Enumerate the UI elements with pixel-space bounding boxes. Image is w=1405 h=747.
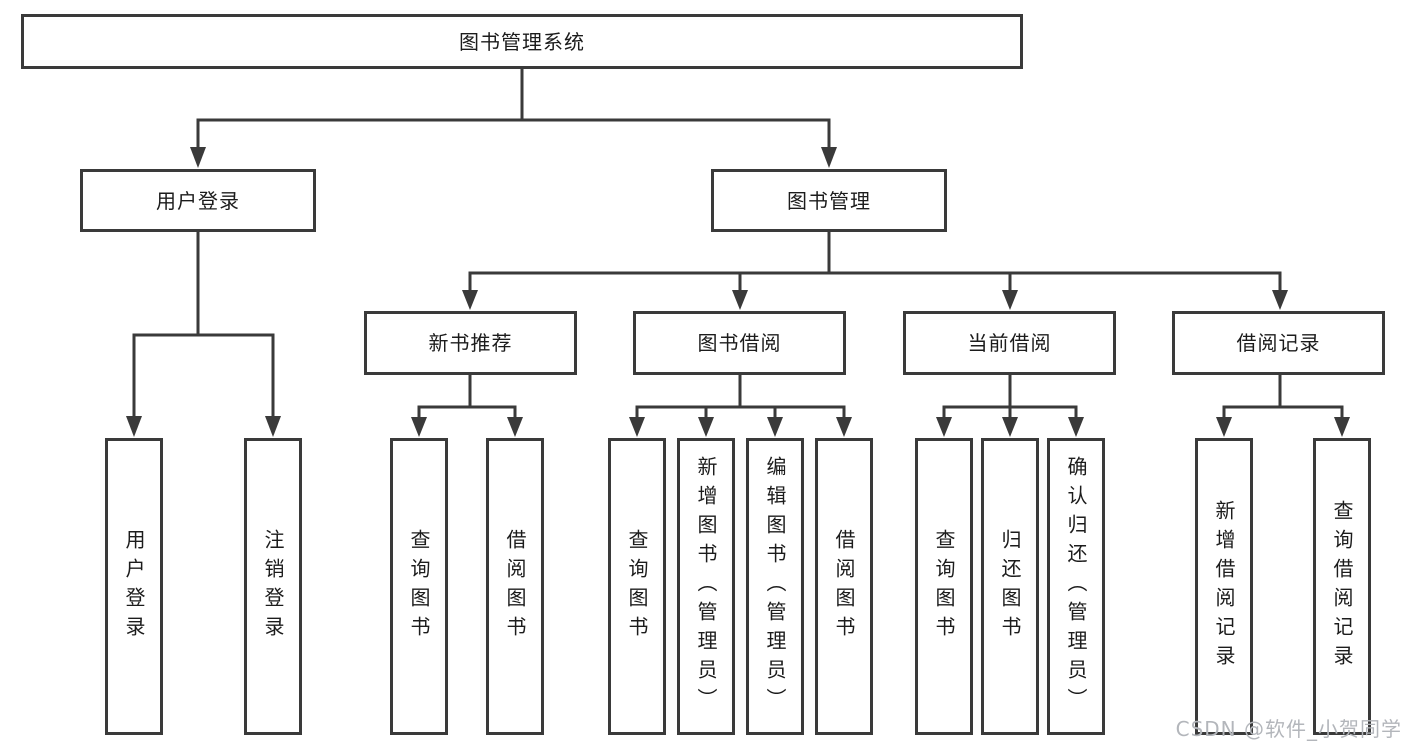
leaf-borrowing-edit-books-admin: 编辑图书（管理员）: [746, 438, 804, 735]
node-current-borrowing: 当前借阅: [903, 311, 1116, 375]
leaf-borrowing-query-books: 查询图书: [608, 438, 666, 735]
leaf-current-confirm-return-admin-label: 确认归还（管理员）: [1064, 456, 1088, 717]
node-book-borrowing: 图书借阅: [633, 311, 846, 375]
leaf-current-return-books-label: 归还图书: [998, 528, 1022, 645]
node-current-borrowing-label: 当前借阅: [967, 331, 1052, 355]
leaf-user-login: 用户登录: [105, 438, 163, 735]
node-user-login: 用户登录: [80, 169, 316, 232]
leaf-logout-label: 注销登录: [261, 528, 285, 645]
leaf-records-query-record: 查询借阅记录: [1313, 438, 1371, 735]
leaf-newbooks-borrow-books: 借阅图书: [486, 438, 544, 735]
node-new-book-recommend-label: 新书推荐: [428, 331, 513, 355]
node-borrow-records: 借阅记录: [1172, 311, 1385, 375]
leaf-borrowing-query-books-label: 查询图书: [625, 528, 649, 645]
node-new-book-recommend: 新书推荐: [364, 311, 577, 375]
leaf-records-add-record-label: 新增借阅记录: [1212, 499, 1236, 674]
node-book-management-label: 图书管理: [787, 188, 871, 213]
leaf-newbooks-query-books-label: 查询图书: [407, 528, 431, 645]
leaf-borrowing-borrow-books: 借阅图书: [815, 438, 873, 735]
leaf-records-query-record-label: 查询借阅记录: [1330, 499, 1354, 674]
node-book-borrowing-label: 图书借阅: [697, 331, 782, 355]
leaf-borrowing-borrow-books-label: 借阅图书: [832, 528, 856, 645]
leaf-current-confirm-return-admin: 确认归还（管理员）: [1047, 438, 1105, 735]
leaf-current-query-books-label: 查询图书: [932, 528, 956, 645]
node-root-system: 图书管理系统: [21, 14, 1023, 69]
node-borrow-records-label: 借阅记录: [1236, 331, 1321, 355]
node-user-login-label: 用户登录: [156, 188, 240, 213]
leaf-user-login-label: 用户登录: [122, 528, 146, 645]
leaf-newbooks-borrow-books-label: 借阅图书: [503, 528, 527, 645]
leaf-borrowing-add-books-admin-label: 新增图书（管理员）: [694, 456, 718, 717]
node-root-system-label: 图书管理系统: [459, 29, 585, 54]
leaf-borrowing-add-books-admin: 新增图书（管理员）: [677, 438, 735, 735]
leaf-newbooks-query-books: 查询图书: [390, 438, 448, 735]
leaf-logout: 注销登录: [244, 438, 302, 735]
leaf-records-add-record: 新增借阅记录: [1195, 438, 1253, 735]
leaf-current-query-books: 查询图书: [915, 438, 973, 735]
node-book-management: 图书管理: [711, 169, 947, 232]
csdn-watermark: CSDN @软件_小贺同学: [1175, 717, 1402, 741]
leaf-borrowing-edit-books-admin-label: 编辑图书（管理员）: [763, 456, 787, 717]
leaf-current-return-books: 归还图书: [981, 438, 1039, 735]
